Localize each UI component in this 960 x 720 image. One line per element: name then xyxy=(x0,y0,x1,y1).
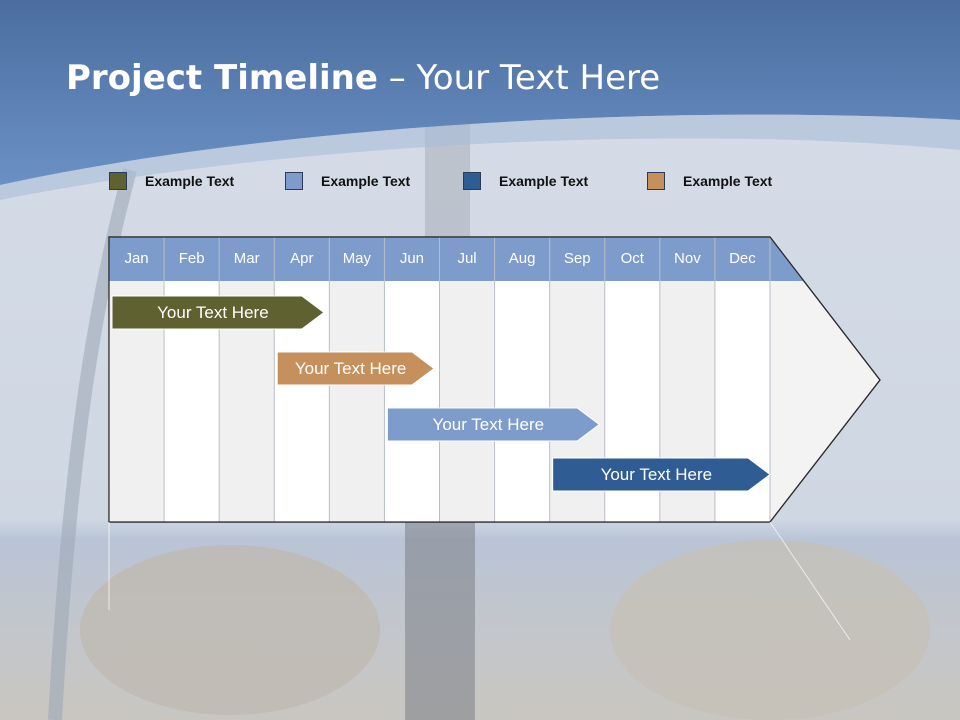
page-title: Project Timeline – Your Text Here xyxy=(66,58,660,98)
month-label-jun: Jun xyxy=(399,250,425,267)
legend-item-4: Example Text xyxy=(647,170,772,192)
month-label-aug: Aug xyxy=(508,250,536,267)
title-rest: – Your Text Here xyxy=(377,58,661,98)
legend-label-1: Example Text xyxy=(145,173,235,189)
task-label-3: Your Text Here xyxy=(432,415,545,434)
month-label-apr: Apr xyxy=(290,250,314,267)
month-column xyxy=(384,281,440,522)
month-label-sep: Sep xyxy=(563,250,591,267)
task-bar-4 xyxy=(552,457,771,492)
task-bar-2 xyxy=(276,351,435,386)
month-column xyxy=(439,281,495,522)
legend-label-2: Example Text xyxy=(321,173,411,189)
legend-swatch-2 xyxy=(285,172,303,190)
month-column xyxy=(329,281,385,522)
task-label-2: Your Text Here xyxy=(294,359,407,378)
legend-item-3: Example Text xyxy=(463,170,588,192)
timeline-reflection xyxy=(108,521,851,641)
month-column xyxy=(494,281,550,522)
month-label-jan: Jan xyxy=(124,250,149,267)
task-bar-3 xyxy=(386,407,601,442)
month-label-nov: Nov xyxy=(674,250,701,267)
legend-swatch-3 xyxy=(463,172,481,190)
legend-label-4: Example Text xyxy=(683,173,773,189)
task-label-4: Your Text Here xyxy=(600,465,713,484)
timeline-arrow-outline xyxy=(108,236,881,523)
legend-swatch-4 xyxy=(647,172,665,190)
legend-swatch-1 xyxy=(109,172,127,190)
task-bar-1 xyxy=(111,295,325,330)
legend-item-2: Example Text xyxy=(285,170,410,192)
month-label-may: May xyxy=(342,250,372,267)
month-label-jul: Jul xyxy=(457,250,477,267)
legend-label-3: Example Text xyxy=(499,173,589,189)
task-label-1: Your Text Here xyxy=(157,303,269,322)
month-label-dec: Dec xyxy=(729,250,756,267)
month-label-feb: Feb xyxy=(178,250,205,267)
legend-item-1: Example Text xyxy=(109,170,234,192)
month-label-oct: Oct xyxy=(620,250,644,267)
title-bold: Project Timeline xyxy=(66,58,378,98)
month-label-mar: Mar xyxy=(233,250,260,267)
